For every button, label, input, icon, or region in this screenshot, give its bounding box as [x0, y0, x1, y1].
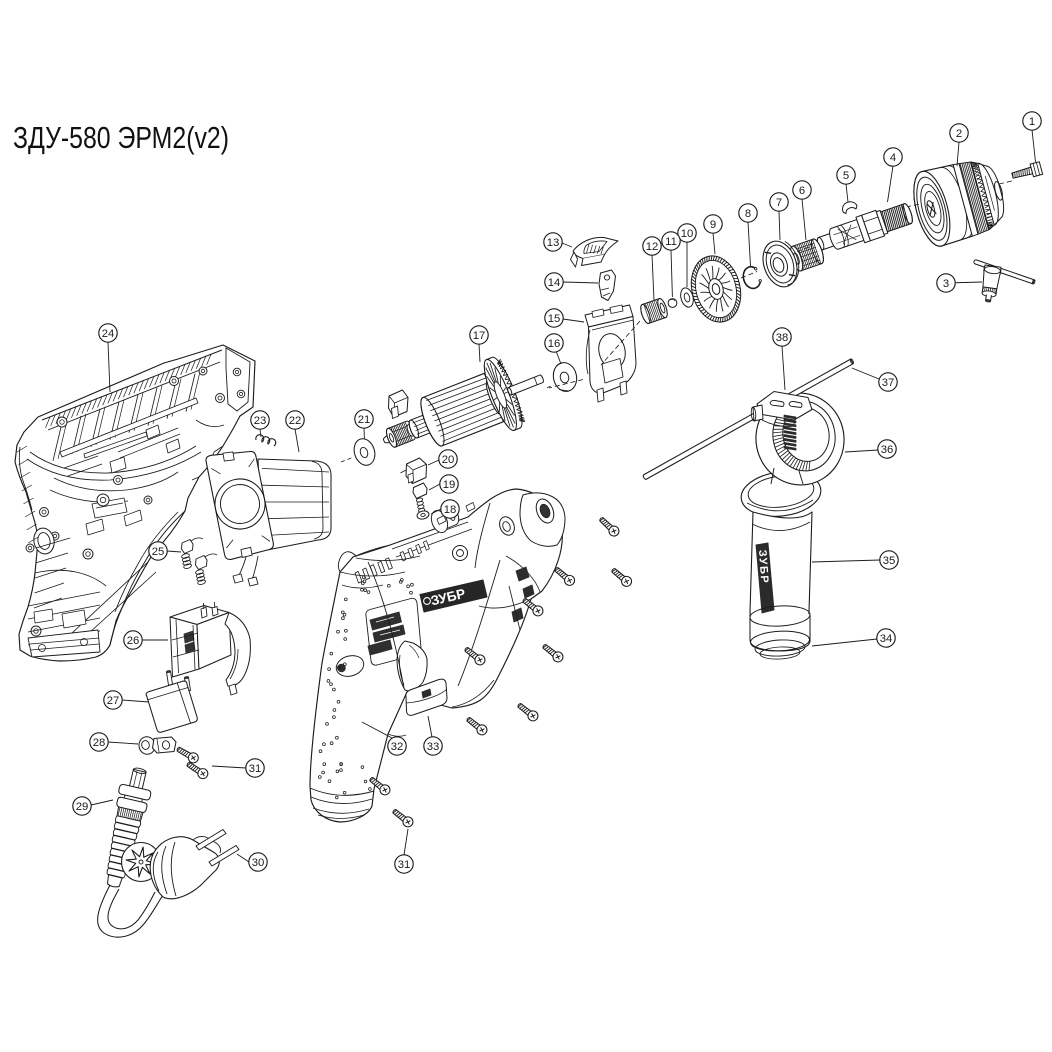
svg-text:16: 16 [548, 338, 561, 350]
svg-text:2: 2 [956, 128, 962, 140]
svg-text:35: 35 [883, 555, 896, 567]
svg-text:6: 6 [799, 185, 805, 197]
svg-text:26: 26 [127, 635, 140, 647]
svg-text:20: 20 [442, 454, 455, 466]
svg-text:8: 8 [745, 208, 751, 220]
svg-text:5: 5 [843, 170, 849, 182]
svg-text:28: 28 [93, 737, 106, 749]
svg-text:18: 18 [444, 504, 457, 516]
svg-text:31: 31 [398, 859, 411, 871]
svg-text:14: 14 [548, 277, 561, 289]
svg-text:11: 11 [665, 236, 677, 248]
svg-text:3: 3 [943, 278, 949, 290]
svg-text:ЗУБР: ЗУБР [756, 549, 770, 584]
svg-text:23: 23 [254, 415, 267, 427]
svg-text:34: 34 [880, 633, 893, 645]
svg-text:22: 22 [289, 415, 302, 427]
svg-text:25: 25 [152, 546, 165, 558]
svg-text:15: 15 [548, 313, 561, 325]
svg-text:12: 12 [646, 241, 659, 253]
svg-text:32: 32 [391, 741, 404, 753]
svg-text:4: 4 [890, 152, 896, 164]
svg-text:27: 27 [107, 695, 120, 707]
svg-text:ЗДУ-580 ЭРМ2(v2): ЗДУ-580 ЭРМ2(v2) [13, 121, 229, 155]
svg-text:29: 29 [76, 801, 89, 813]
svg-text:17: 17 [473, 330, 486, 342]
svg-text:33: 33 [427, 741, 440, 753]
svg-text:24: 24 [102, 328, 115, 340]
svg-text:10: 10 [681, 228, 694, 240]
svg-text:38: 38 [776, 332, 789, 344]
svg-text:19: 19 [443, 479, 456, 491]
svg-text:9: 9 [710, 219, 716, 231]
svg-text:36: 36 [881, 444, 894, 456]
svg-text:37: 37 [882, 377, 895, 389]
svg-text:31: 31 [249, 763, 262, 775]
svg-text:7: 7 [776, 197, 782, 209]
svg-text:1: 1 [1029, 116, 1035, 128]
svg-text:30: 30 [252, 857, 265, 869]
svg-text:21: 21 [358, 414, 371, 426]
svg-text:13: 13 [547, 237, 560, 249]
